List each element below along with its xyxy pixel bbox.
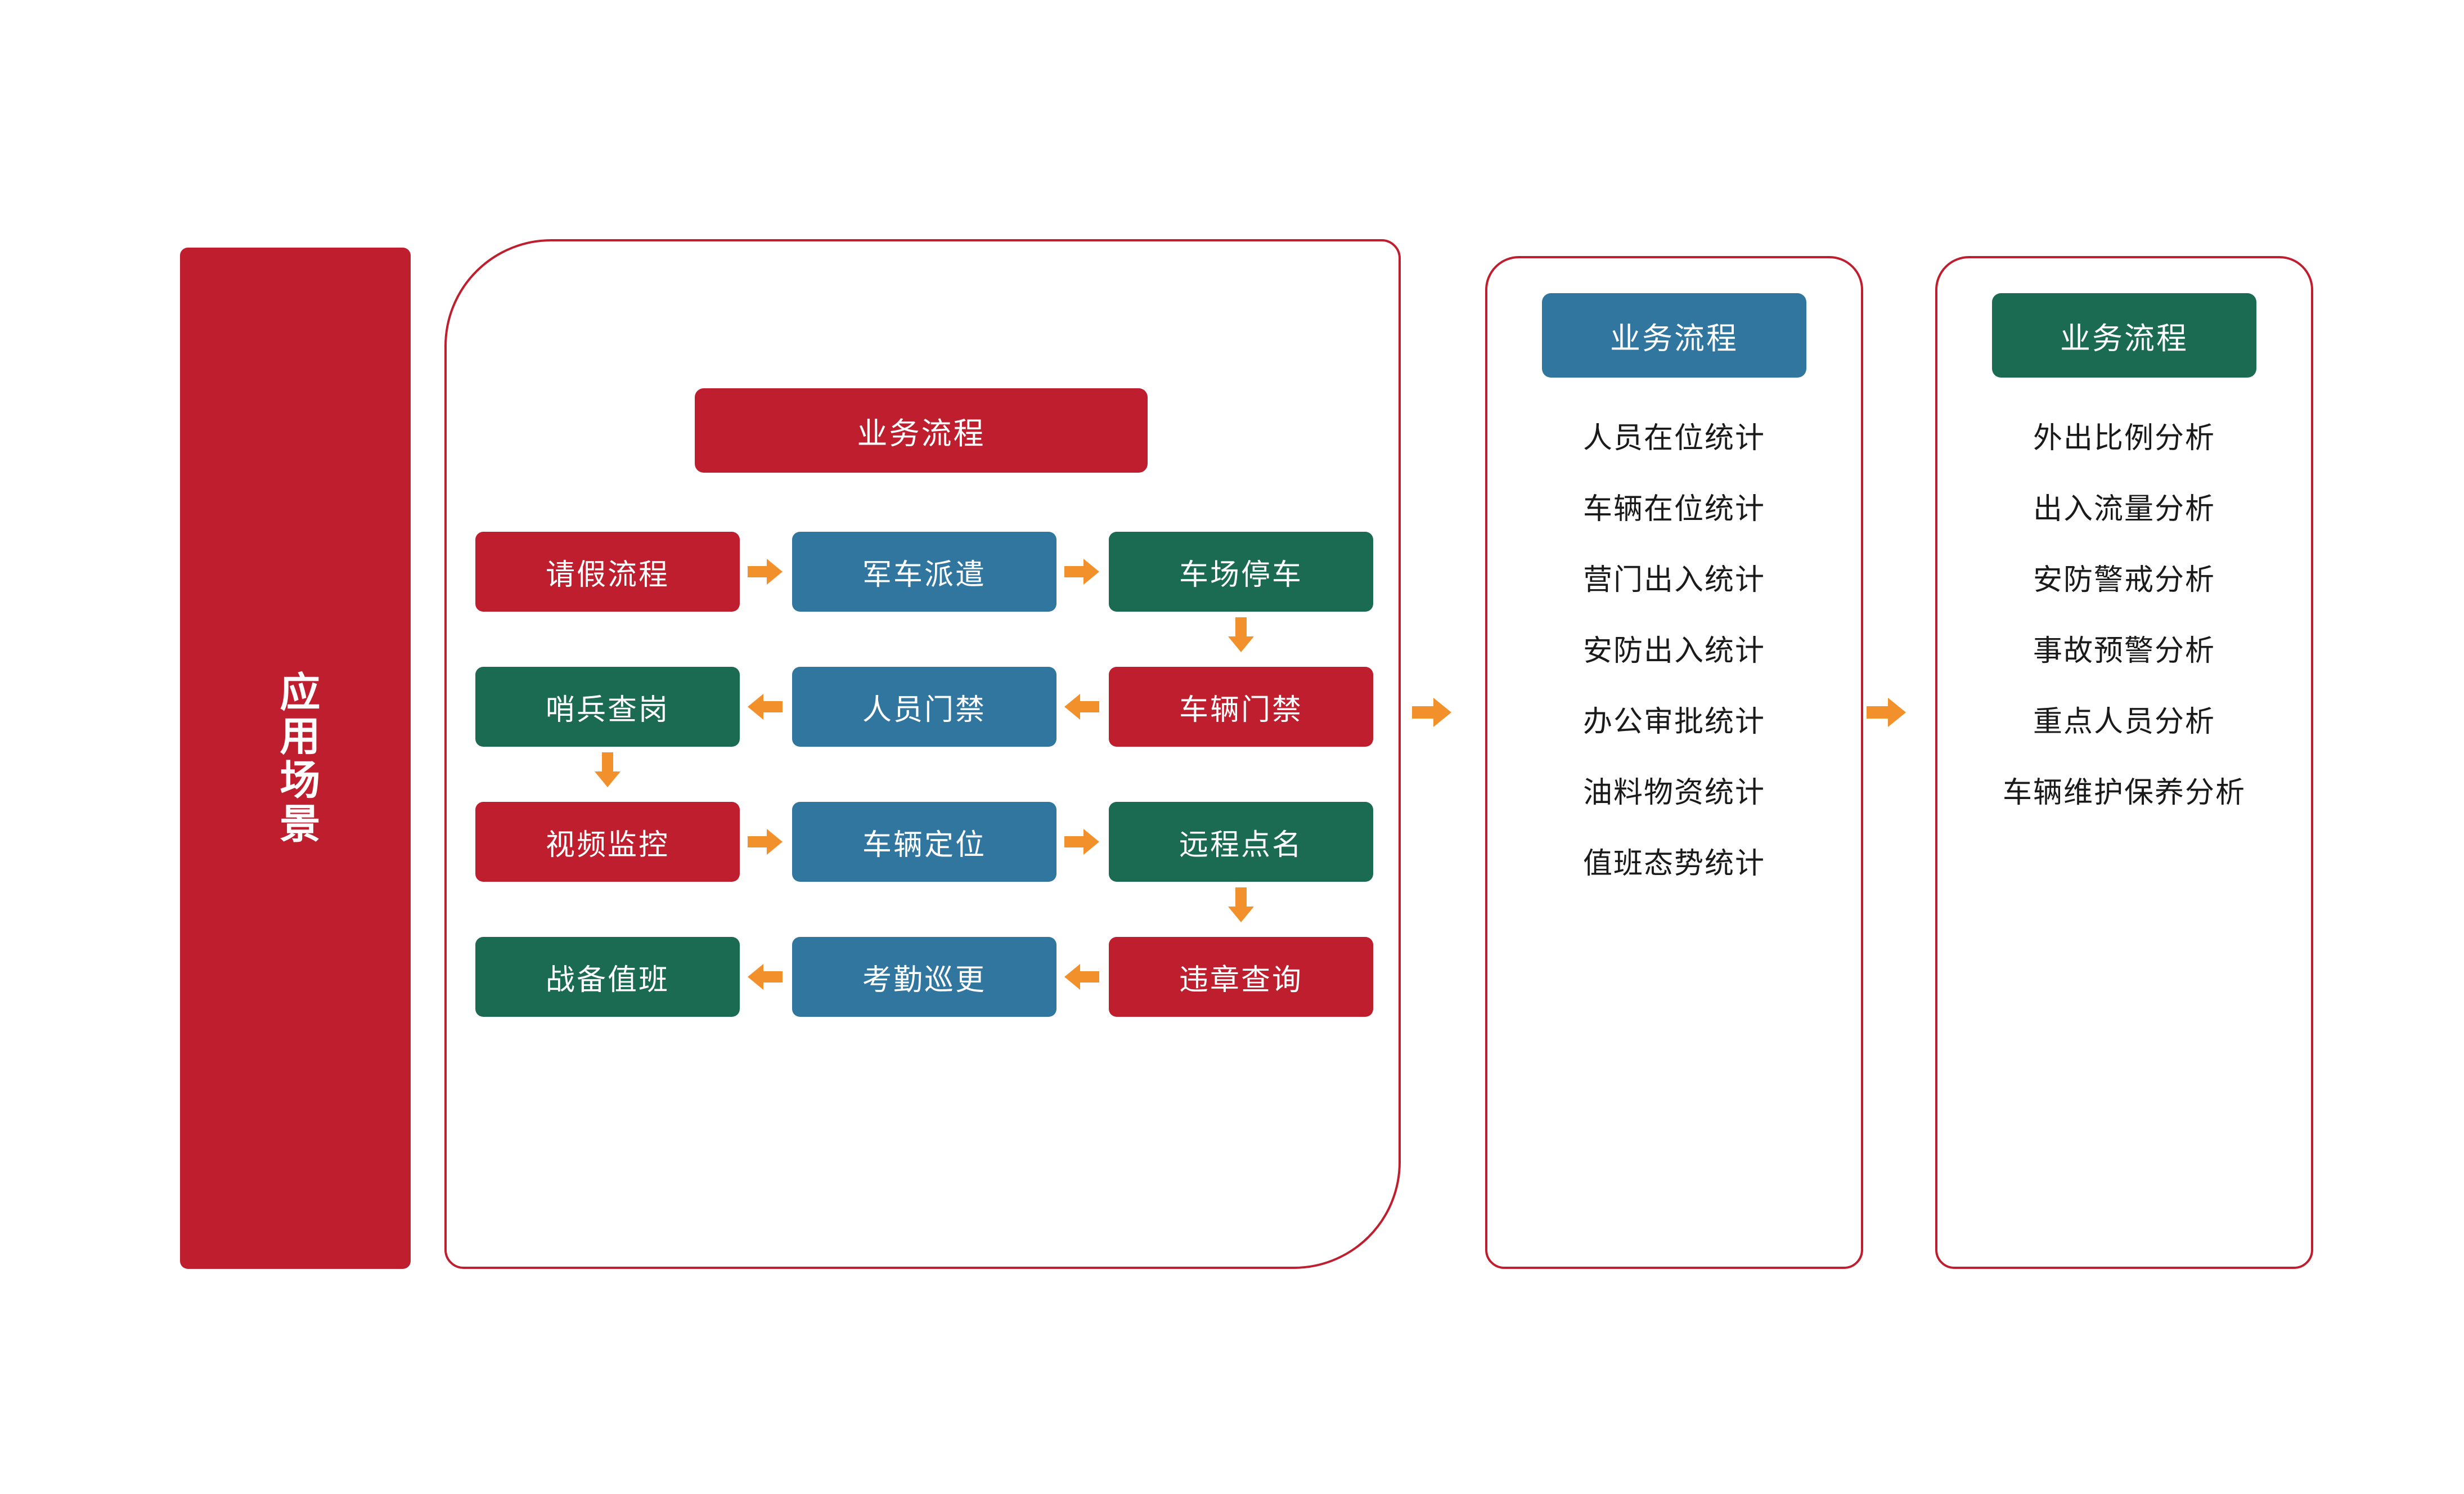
flow-panel-title-text: 业务流程 [857,416,986,451]
flow-node-label: 考勤巡更 [862,963,986,997]
arrow-right-icon [1064,559,1099,585]
flow-node-label: 哨兵查岗 [545,693,669,726]
flow-node-label: 视频监控 [545,828,669,862]
application-scenario-label: 应用场景 [273,670,318,846]
statistics-item-list: 人员在位统计 车辆在位统计 营门出入统计 安防出入统计 办公审批统计 油料物资统… [1487,424,1861,920]
flow-node-label: 战备值班 [545,963,669,997]
flow-node-zhanbeizhiban[interactable]: 战备值班 [475,937,740,1017]
flow-grid: 请假流程 军车派遣 车场停车 哨兵查岗 [475,532,1375,1072]
flow-node-renyuanmenjin[interactable]: 人员门禁 [792,667,1056,747]
flow-panel-title: 业务流程 [695,388,1148,473]
flow-row: 视频监控 车辆定位 远程点名 [475,802,1375,922]
flow-node-label: 人员门禁 [862,693,986,726]
flow-node-junchepaiqian[interactable]: 军车派遣 [792,532,1056,612]
statistics-panel: 业务流程 人员在位统计 车辆在位统计 营门出入统计 安防出入统计 办公审批统计 … [1485,256,1863,1269]
list-item[interactable]: 重点人员分析 [2033,706,2215,738]
flow-node-yuanchengdianming[interactable]: 远程点名 [1109,802,1373,882]
list-item[interactable]: 值班态势统计 [1582,847,1765,880]
arrow-down-icon [1228,617,1254,652]
flow-node-cheliangmenjin[interactable]: 车辆门禁 [1109,667,1373,747]
list-item[interactable]: 人员在位统计 [1582,422,1765,455]
flow-node-qingjialiucheng[interactable]: 请假流程 [475,532,740,612]
statistics-panel-title-text: 业务流程 [1610,321,1738,356]
arrow-left-icon [748,694,783,720]
list-item[interactable]: 外出比例分析 [2033,422,2215,455]
list-item[interactable]: 安防警戒分析 [2033,564,2215,596]
list-item[interactable]: 安防出入统计 [1582,635,1765,667]
panel-connector-arrow-right-icon [1867,698,1906,727]
arrow-left-icon [1064,964,1099,990]
arrow-left-icon [1064,694,1099,720]
flow-node-shipinjiankong[interactable]: 视频监控 [475,802,740,882]
panel-connector-arrow-right-icon [1412,698,1451,727]
analysis-panel-title: 业务流程 [1992,293,2256,378]
list-item[interactable]: 车辆维护保养分析 [2002,777,2246,809]
statistics-panel-title: 业务流程 [1542,293,1806,378]
arrow-right-icon [1064,829,1099,855]
flow-node-label: 远程点名 [1179,828,1303,862]
flow-node-label: 车辆定位 [862,828,986,862]
arrow-right-icon [748,559,783,585]
analysis-item-list: 外出比例分析 出入流量分析 安防警戒分析 事故预警分析 重点人员分析 车辆维护保… [1937,424,2311,849]
arrow-left-icon [748,964,783,990]
list-item[interactable]: 营门出入统计 [1582,564,1765,596]
flow-node-cheliangdingwei[interactable]: 车辆定位 [792,802,1056,882]
flow-node-shaobingchagang[interactable]: 哨兵查岗 [475,667,740,747]
flow-node-kaoqinxungeng[interactable]: 考勤巡更 [792,937,1056,1017]
flow-row: 请假流程 军车派遣 车场停车 [475,532,1375,652]
application-scenario-bar: 应用场景 [180,248,411,1269]
flow-row: 战备值班 考勤巡更 违章查询 [475,937,1375,1044]
list-item[interactable]: 油料物资统计 [1582,777,1765,809]
flow-node-label: 请假流程 [545,558,669,591]
flow-node-label: 车辆门禁 [1179,693,1303,726]
analysis-panel-title-text: 业务流程 [2060,321,2188,356]
arrow-down-icon [1228,887,1254,922]
list-item[interactable]: 办公审批统计 [1582,706,1765,738]
flow-node-label: 违章查询 [1179,963,1303,997]
flow-node-label: 军车派遣 [862,558,986,591]
list-item[interactable]: 事故预警分析 [2033,635,2215,667]
flow-node-weizhangchaxun[interactable]: 违章查询 [1109,937,1373,1017]
list-item[interactable]: 出入流量分析 [2033,493,2215,526]
arrow-down-icon [595,752,621,787]
flow-node-chechangtingche[interactable]: 车场停车 [1109,532,1373,612]
flow-row: 哨兵查岗 人员门禁 车辆门禁 [475,667,1375,787]
flow-node-label: 车场停车 [1179,558,1303,591]
analysis-panel: 业务流程 外出比例分析 出入流量分析 安防警戒分析 事故预警分析 重点人员分析 … [1935,256,2313,1269]
list-item[interactable]: 车辆在位统计 [1582,493,1765,526]
arrow-right-icon [748,829,783,855]
